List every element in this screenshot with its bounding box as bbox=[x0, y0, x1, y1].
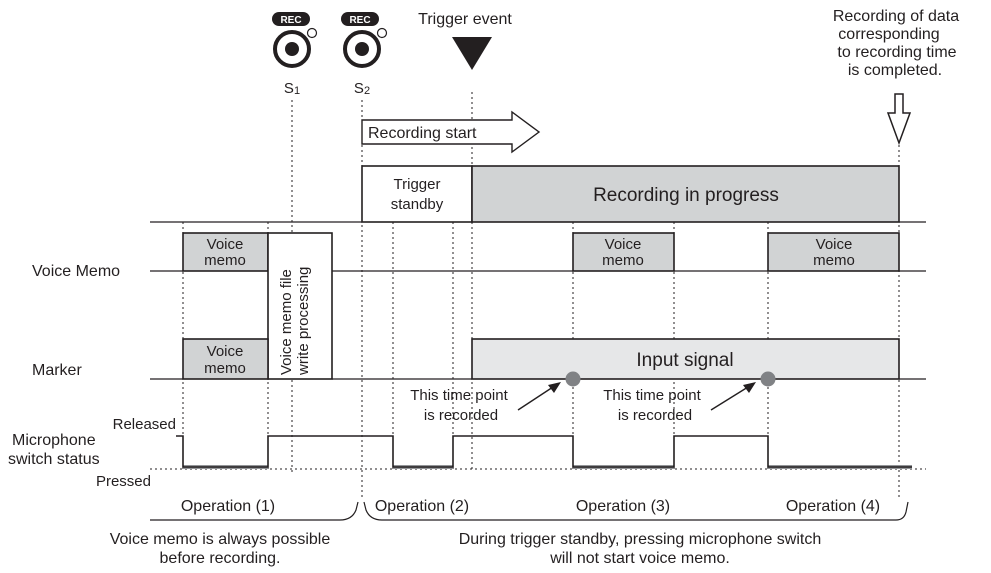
voice-memo-row-label: Voice Memo bbox=[32, 263, 120, 280]
voice-memo-box-1: Voice memo bbox=[182, 232, 269, 272]
released-label: Released bbox=[113, 416, 176, 433]
svg-text:is recorded: is recorded bbox=[618, 407, 692, 424]
voice-memo-box-4: Voice memo bbox=[767, 232, 900, 272]
rec-button-s2: REC S2 bbox=[341, 12, 388, 97]
voice-memo-box-marker: Voice memo bbox=[182, 338, 269, 380]
svg-text:memo: memo bbox=[204, 252, 246, 269]
bottom-note-left: Voice memo is always possible before rec… bbox=[110, 531, 331, 567]
trigger-standby-box: Trigger standby bbox=[361, 165, 473, 223]
svg-text:is completed.: is completed. bbox=[848, 62, 942, 79]
rec-badge-s2: REC bbox=[349, 15, 370, 26]
mic-status-label-line1: Microphone bbox=[12, 432, 96, 449]
svg-text:Voice: Voice bbox=[605, 236, 642, 253]
svg-text:Voice memo is always possible: Voice memo is always possible bbox=[110, 531, 331, 548]
svg-text:This time point: This time point bbox=[603, 387, 701, 404]
bracket-left bbox=[150, 501, 359, 521]
svg-text:During trigger standby, pressi: During trigger standby, pressing microph… bbox=[459, 531, 822, 548]
svg-text:standby: standby bbox=[391, 196, 444, 213]
operation-4-label: Operation (4) bbox=[786, 498, 880, 515]
input-signal-box: Input signal bbox=[471, 338, 900, 380]
svg-text:This time point: This time point bbox=[410, 387, 508, 404]
time-point-marker-1 bbox=[565, 371, 581, 387]
svg-text:Voice: Voice bbox=[816, 236, 853, 253]
svg-text:Recording of data: Recording of data bbox=[833, 8, 959, 25]
operation-1-label: Operation (1) bbox=[181, 498, 275, 515]
svg-text:will not start voice memo.: will not start voice memo. bbox=[549, 550, 730, 567]
operation-3-label: Operation (3) bbox=[576, 498, 670, 515]
recording-in-progress-box: Recording in progress bbox=[471, 165, 900, 223]
s2-label: S2 bbox=[354, 80, 370, 97]
svg-text:memo: memo bbox=[602, 252, 644, 269]
svg-text:Voice: Voice bbox=[207, 343, 244, 360]
svg-text:corresponding: corresponding bbox=[838, 26, 939, 43]
trigger-arrow-icon bbox=[452, 37, 492, 70]
voice-memo-box-3: Voice memo bbox=[572, 232, 675, 272]
completion-arrow-icon bbox=[886, 93, 912, 146]
time-point-note-2: This time point is recorded bbox=[603, 382, 756, 424]
svg-text:memo: memo bbox=[813, 252, 855, 269]
svg-text:memo: memo bbox=[204, 360, 246, 377]
bracket-right bbox=[363, 501, 909, 521]
trigger-event-label: Trigger event bbox=[418, 11, 512, 28]
operation-2-label: Operation (2) bbox=[375, 498, 469, 515]
rec-badge-s1: REC bbox=[280, 15, 301, 26]
bottom-note-right: During trigger standby, pressing microph… bbox=[459, 531, 822, 567]
recording-start-arrow: Recording start bbox=[361, 110, 541, 154]
s1-label: S1 bbox=[284, 80, 300, 97]
svg-text:before recording.: before recording. bbox=[160, 550, 281, 567]
pressed-label: Pressed bbox=[96, 473, 151, 490]
svg-text:write processing: write processing bbox=[295, 267, 312, 376]
svg-text:Trigger: Trigger bbox=[394, 176, 441, 193]
mic-switch-waveform bbox=[176, 435, 912, 468]
svg-text:Voice memo file: Voice memo file bbox=[278, 269, 295, 375]
marker-row-label: Marker bbox=[32, 362, 82, 379]
completion-note: Recording of data corresponding to recor… bbox=[833, 8, 959, 79]
svg-text:to recording time: to recording time bbox=[837, 44, 956, 61]
svg-text:Voice: Voice bbox=[207, 236, 244, 253]
rec-button-s1: REC S1 bbox=[272, 12, 318, 97]
svg-text:is recorded: is recorded bbox=[424, 407, 498, 424]
time-point-marker-2 bbox=[760, 371, 776, 387]
svg-text:Input signal: Input signal bbox=[636, 350, 733, 371]
write-processing-box: Voice memo file write processing bbox=[267, 232, 333, 380]
recording-start-label: Recording start bbox=[368, 125, 477, 142]
svg-text:Recording in progress: Recording in progress bbox=[593, 185, 779, 206]
mic-status-label-line2: switch status bbox=[8, 451, 100, 468]
time-point-note-1: This time point is recorded bbox=[410, 382, 561, 424]
